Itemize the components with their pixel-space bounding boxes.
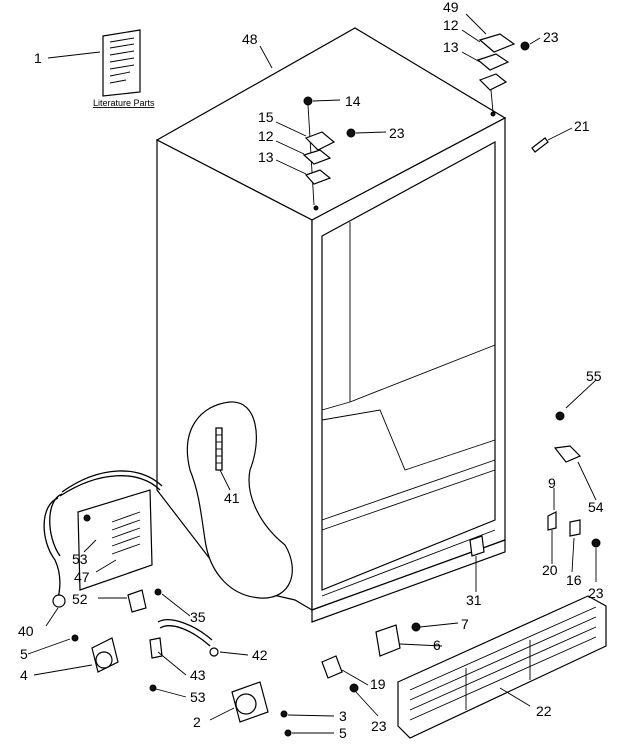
callout-55: 55: [586, 368, 602, 384]
callout-49: 49: [443, 0, 459, 15]
callout-2: 2: [193, 714, 201, 730]
cabinet-body: [155, 27, 507, 623]
literature-parts-booklet: [102, 29, 141, 97]
screw-7: [411, 622, 421, 632]
callout-47: 47: [74, 569, 90, 585]
callout-3: 3: [339, 708, 347, 724]
clamp-43: [149, 637, 163, 659]
callout-labels: 1 48 49 12 23 13 14 15 12 23 13 21 55 41…: [18, 0, 604, 741]
callout-15: 15: [258, 109, 274, 125]
callout-23-top-right: 23: [543, 29, 559, 45]
callout-12-center: 12: [258, 128, 274, 144]
clip-31: [469, 535, 485, 557]
screw-53-lower: [149, 684, 157, 692]
callout-53-upper: 53: [72, 551, 88, 567]
electrical-box: [77, 489, 153, 591]
callout-35: 35: [190, 609, 206, 625]
callout-22: 22: [536, 703, 552, 719]
callout-20: 20: [542, 562, 558, 578]
callout-23-center: 23: [389, 125, 405, 141]
roller-2: [231, 681, 292, 737]
callout-19: 19: [370, 676, 386, 692]
bracket-52: [127, 589, 147, 613]
callout-43: 43: [190, 667, 206, 683]
callout-54: 54: [588, 499, 604, 515]
callout-16: 16: [566, 572, 582, 588]
literature-parts-caption: Literature Parts: [93, 98, 155, 108]
screw-35: [154, 588, 162, 596]
top-right-hinge: [476, 33, 530, 113]
bracket-6: [375, 624, 401, 657]
callout-23-bottom: 23: [371, 718, 387, 734]
roller-4: [71, 634, 119, 673]
bracket-19: [321, 655, 343, 679]
callout-5-bottom: 5: [339, 725, 347, 741]
callout-52: 52: [72, 591, 88, 607]
callout-1: 1: [34, 50, 42, 66]
callout-6: 6: [433, 637, 441, 653]
callout-14: 14: [345, 93, 361, 109]
callout-5-left: 5: [20, 646, 28, 662]
power-cord: [43, 470, 163, 608]
drain-tube: [157, 619, 219, 657]
lower-right-hinge-parts: [547, 411, 601, 548]
callout-13-center: 13: [258, 149, 274, 165]
door-stop-pin: [531, 137, 549, 153]
screw-23-lower: [349, 683, 359, 693]
callout-13-top-right: 13: [443, 39, 459, 55]
insulation-tube: [215, 427, 223, 471]
callout-48: 48: [242, 31, 258, 47]
callout-4: 4: [20, 667, 28, 683]
callout-31: 31: [466, 592, 482, 608]
callout-23-right: 23: [588, 585, 604, 601]
toe-grille: [397, 595, 607, 739]
callout-9: 9: [548, 475, 556, 491]
callout-40: 40: [18, 623, 34, 639]
callout-41: 41: [224, 490, 240, 506]
callout-7: 7: [461, 616, 469, 632]
callout-21: 21: [574, 118, 590, 134]
leader-lines: [27, 13, 597, 734]
callout-12-top-right: 12: [443, 17, 459, 33]
callout-53-lower: 53: [190, 689, 206, 705]
top-center-hinge: [302, 96, 356, 206]
callout-42: 42: [252, 647, 268, 663]
